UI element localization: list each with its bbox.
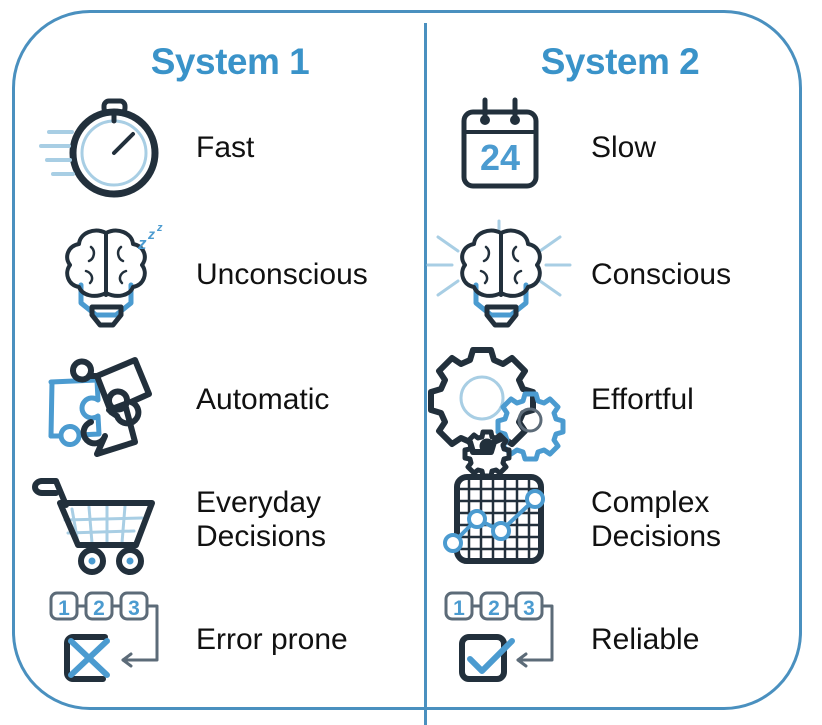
steps-checkmark-icon: 1 2 3: [415, 580, 583, 700]
row-decisions-left: Everyday Decisions: [20, 460, 410, 580]
brain-bulb-radiating-icon: [415, 215, 583, 335]
label-cell: Automatic: [196, 340, 329, 460]
step-number-3: 3: [128, 597, 140, 620]
zzz-medium: z: [147, 226, 155, 242]
zzz-small: z: [137, 234, 147, 253]
row-awareness-right: Conscious: [415, 215, 805, 335]
row-label: Effortful: [591, 382, 694, 416]
label-cell: Reliable: [591, 580, 699, 700]
column-title-system-1: System 1: [150, 41, 310, 82]
check-box: [459, 634, 507, 682]
column-title-system-2: System 2: [540, 41, 700, 82]
row-speed-right: 24 Slow: [415, 88, 805, 208]
label-cell: Error prone: [196, 580, 348, 700]
stopwatch-icon: [20, 88, 188, 208]
step-number-2: 2: [93, 597, 105, 620]
checkmark-icon: [467, 638, 515, 674]
row-label: Everyday Decisions: [196, 485, 327, 554]
row-reliability-left: 1 2 3 Error prone: [20, 580, 410, 700]
step-number-3: 3: [523, 597, 535, 620]
gear-medium: [495, 391, 566, 462]
error-box: [64, 634, 108, 682]
brain-bulb-sleeping-icon: z z z: [20, 215, 188, 335]
calendar-icon: 24: [415, 88, 583, 208]
step-number-1: 1: [58, 597, 70, 620]
row-speed-left: Fast: [20, 88, 410, 208]
label-cell: Everyday Decisions: [196, 460, 326, 580]
row-decisions-right: Complex Decisions: [415, 460, 805, 580]
cross-icon: [68, 638, 110, 678]
label-cell: Complex Decisions: [591, 460, 721, 580]
column-divider: [424, 23, 427, 725]
row-label: Reliable: [591, 622, 700, 656]
row-label: Automatic: [196, 382, 330, 416]
grid-line-chart-icon: [415, 460, 583, 580]
shopping-cart-icon: [20, 460, 188, 580]
calendar-day-number: 24: [480, 137, 520, 178]
zzz-large: z: [156, 222, 163, 234]
row-effort-right: Effortful: [415, 340, 805, 479]
row-label: Error prone: [196, 622, 348, 656]
chart-data-points: [443, 489, 545, 553]
row-effort-left: Automatic: [20, 340, 410, 460]
row-label: Slow: [591, 130, 657, 164]
row-label: Conscious: [591, 257, 732, 291]
step-number-1: 1: [453, 597, 465, 620]
row-awareness-left: z z z Unconscious: [20, 215, 410, 335]
gears-icon: [415, 340, 583, 479]
step-number-2: 2: [488, 597, 500, 620]
puzzle-pieces-icon: [20, 340, 188, 460]
label-cell: Conscious: [591, 215, 731, 335]
row-reliability-right: 1 2 3 Reliable: [415, 580, 805, 700]
steps-error-icon: 1 2 3: [20, 580, 188, 700]
row-label: Complex Decisions: [591, 485, 722, 554]
label-cell: Slow: [591, 88, 656, 208]
row-label: Unconscious: [196, 257, 368, 291]
label-cell: Unconscious: [196, 215, 368, 335]
row-label: Fast: [196, 130, 255, 164]
label-cell: Fast: [196, 88, 254, 208]
label-cell: Effortful: [591, 340, 694, 460]
